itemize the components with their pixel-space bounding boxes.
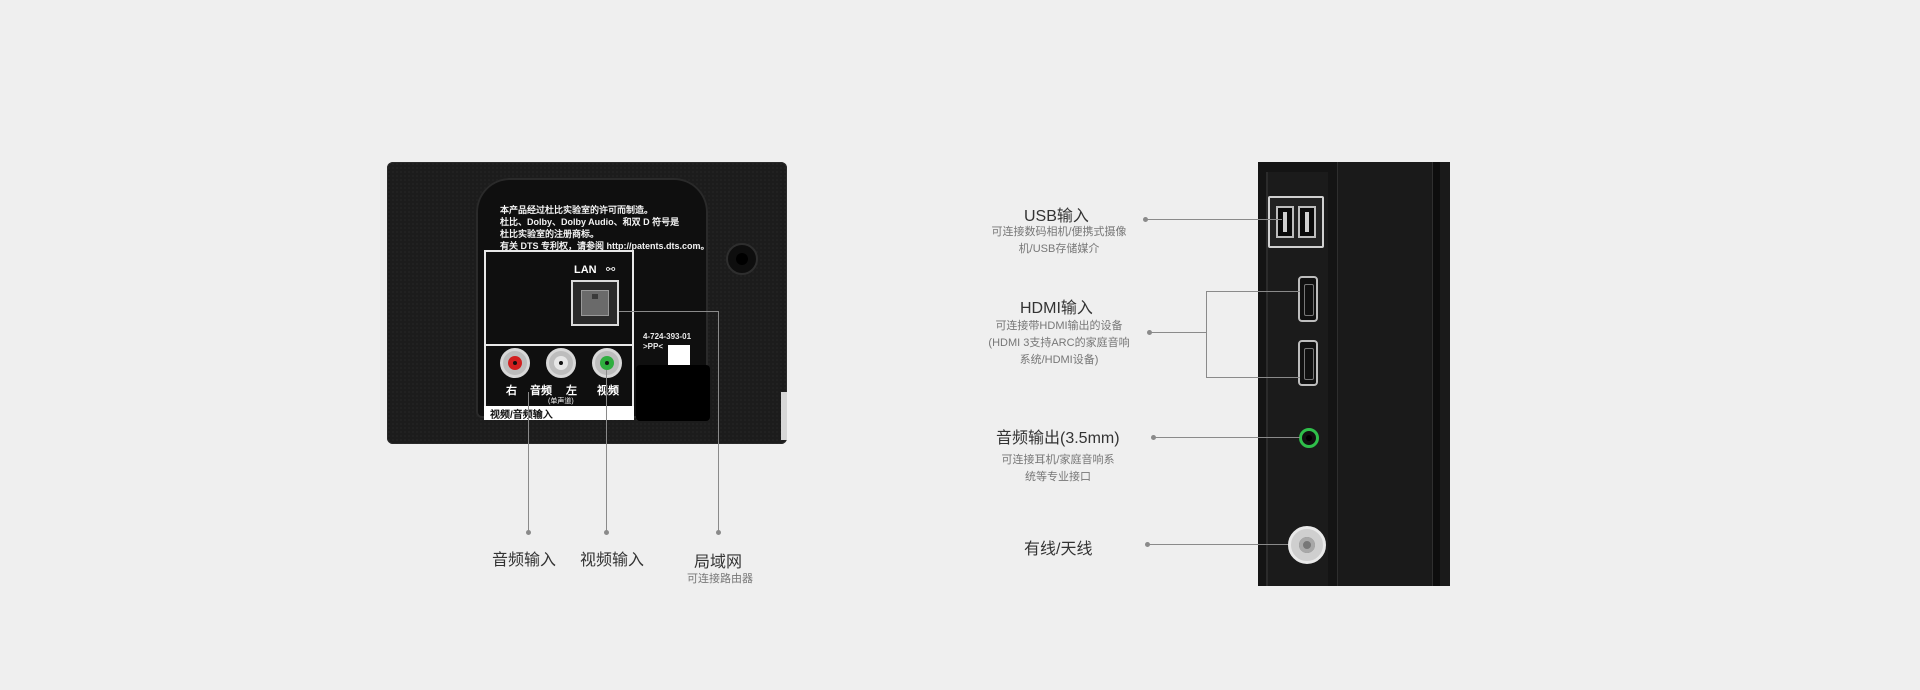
lan-leader-h (619, 311, 719, 312)
lan-desc: 可连接路由器 (687, 573, 753, 585)
legal-line: 有关 DTS 专利权，请参阅 http://patents.dts.com。 (500, 241, 710, 251)
audio-out-leader (1154, 437, 1300, 438)
audio-out-jack (1299, 428, 1319, 448)
lan-dot (716, 530, 721, 535)
rca-label-mono: (单声道) (548, 398, 574, 405)
hdmi-leader (1150, 332, 1206, 333)
antenna-leader (1148, 544, 1288, 545)
hdmi-port (1298, 340, 1318, 386)
audio-out-dot (1151, 435, 1156, 440)
audio-in-leader (528, 392, 529, 532)
qr-code-icon (668, 345, 690, 367)
audio-in-title: 音频输入 (492, 552, 557, 569)
legal-notice: 本产品经过杜比实验室的许可而制造。 杜比、Dolby、Dolby Audio、和… (500, 204, 710, 252)
legal-line: 杜比、Dolby、Dolby Audio、和双 D 符号是 (500, 217, 680, 227)
hdmi-title: HDMI输入 (1020, 300, 1093, 317)
usb-desc-line: 机/USB存储媒介 (1018, 243, 1100, 255)
hdmi-desc-line: 系统/HDMI设备) (1019, 354, 1099, 366)
antenna-title: 有线/天线 (1024, 541, 1093, 558)
video-in-title: 视频输入 (580, 552, 645, 569)
rca-white-jack (546, 348, 576, 378)
usb-dot (1143, 217, 1148, 222)
antenna-dot (1145, 542, 1150, 547)
hdmi-desc-line: 可连接带HDMI输出的设备 (995, 320, 1123, 332)
rca-label-audio: 音频 (530, 385, 552, 397)
network-icon: ⚯ (606, 264, 616, 276)
hdmi-leader-bottom (1206, 377, 1300, 378)
hdmi-desc: 可连接带HDMI输出的设备 (HDMI 3支持ARC的家庭音响 系统/HDMI设… (974, 318, 1144, 369)
lan-label: LAN (574, 264, 597, 276)
hdmi-leader-top (1206, 291, 1300, 292)
model-number: 4-724-393-01 >PP< (643, 332, 691, 352)
audio-out-desc-line: 可连接耳机/家庭音响系 (1001, 454, 1115, 466)
video-in-dot (604, 530, 609, 535)
lan-port-notch (592, 294, 598, 299)
video-in-leader (606, 370, 607, 532)
lan-title: 局域网 (694, 554, 743, 571)
usb-ports (1268, 196, 1324, 248)
hdmi-port (1298, 276, 1318, 322)
legal-line: 本产品经过杜比实验室的许可而制造。 (500, 205, 654, 215)
model-code-text: >PP< (643, 342, 664, 351)
hdmi-dot (1147, 330, 1152, 335)
usb-desc: 可连接数码相机/便携式摄像 机/USB存储媒介 (974, 224, 1144, 258)
side-ridge (1432, 162, 1440, 586)
usb-title: USB输入 (1024, 208, 1089, 225)
rca-green-jack (592, 348, 622, 378)
usb-leader (1146, 219, 1282, 220)
input-strip-label: 视频/音频输入 (490, 410, 553, 421)
legal-line: 杜比实验室的注册商标。 (500, 229, 600, 239)
screw-icon (726, 243, 758, 275)
model-number-text: 4-724-393-01 (643, 332, 692, 341)
input-strip: 视频/音频输入 (484, 406, 634, 421)
usb-port (1276, 206, 1294, 238)
rca-label-right: 右 (506, 385, 517, 397)
audio-out-desc-line: 统等专业接口 (1025, 471, 1091, 483)
lan-port-socket (581, 290, 609, 316)
audio-out-title: 音频输出(3.5mm) (996, 430, 1120, 447)
lan-port (571, 280, 619, 326)
usb-port (1298, 206, 1316, 238)
audio-out-desc: 可连接耳机/家庭音响系 统等专业接口 (978, 452, 1138, 486)
rear-panel-edge (781, 392, 787, 440)
rca-divider (484, 344, 634, 346)
cover-block (636, 365, 710, 421)
rca-red-jack (500, 348, 530, 378)
usb-desc-line: 可连接数码相机/便携式摄像 (991, 226, 1127, 238)
antenna-coax-port (1288, 526, 1326, 564)
hdmi-bracket (1206, 291, 1207, 377)
hdmi-desc-line: (HDMI 3支持ARC的家庭音响 (988, 337, 1130, 349)
audio-in-dot (526, 530, 531, 535)
rca-label-video: 视频 (597, 385, 619, 397)
rca-label-left: 左 (566, 385, 577, 397)
lan-leader-v (718, 311, 719, 532)
